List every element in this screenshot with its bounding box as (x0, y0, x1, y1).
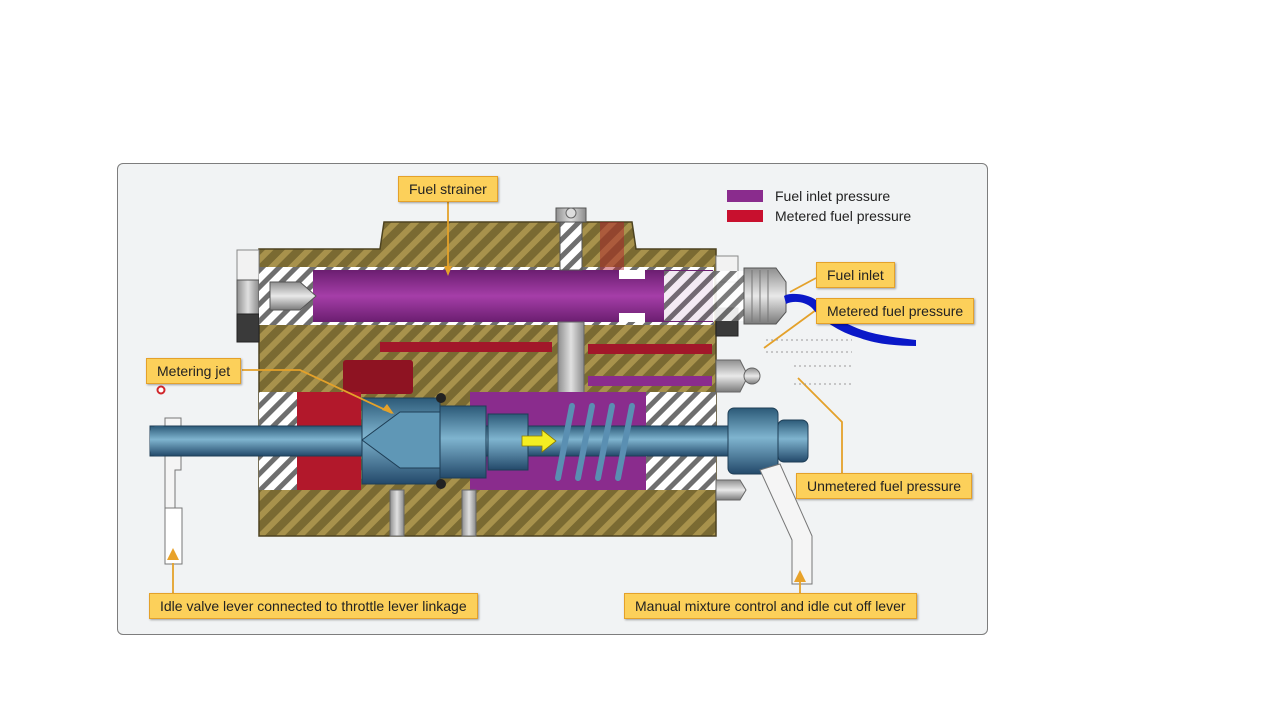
callout-unmetered-fuel-pressure: Unmetered fuel pressure (796, 473, 973, 499)
center-pillar (557, 321, 585, 395)
legend-label: Fuel inlet pressure (775, 188, 891, 204)
bottom-pin-2 (461, 489, 477, 537)
inlet-fitting-thread (664, 271, 744, 321)
left-cap-mid (236, 279, 260, 315)
strainer-window-1 (619, 270, 645, 279)
dotted-reference-lines (766, 339, 852, 385)
leader-lines (172, 199, 843, 593)
legend-swatch (727, 190, 763, 202)
callout-metering-jet: Metering jet (146, 358, 242, 384)
left-cap-top (236, 249, 260, 281)
inlet-fitting-nozzle (743, 267, 787, 325)
metered-passage-right (588, 344, 712, 354)
callout-metered-fuel-pressure: Metered fuel pressure (816, 298, 975, 324)
shaft-end-left (150, 426, 168, 456)
metered-channel-vertical (600, 222, 624, 270)
metering-sleeve (439, 405, 487, 479)
callout-fuel-strainer: Fuel strainer (398, 176, 498, 202)
callout-idle-valve-lever: Idle valve lever connected to throttle l… (149, 593, 478, 619)
valve-spool (487, 413, 529, 471)
strainer-fuel-chamber (313, 270, 713, 322)
right-boss-lower (715, 479, 747, 501)
mixture-shaft-collar (727, 407, 779, 475)
mixture-lever (759, 463, 813, 585)
callout-manual-mixture-control: Manual mixture control and idle cut off … (624, 593, 917, 619)
purple-passage-right (588, 376, 712, 386)
legend-swatch (727, 210, 763, 222)
callout-fuel-inlet: Fuel inlet (816, 262, 895, 288)
metered-block (343, 360, 413, 394)
top-bolt-shank (559, 221, 583, 271)
right-boss (715, 359, 749, 393)
spring (555, 403, 635, 481)
left-cap-bot (236, 313, 260, 343)
strainer-window-2 (619, 313, 645, 322)
metered-passage-top (380, 342, 552, 352)
bottom-pin-1 (389, 489, 405, 537)
legend-label: Metered fuel pressure (775, 208, 912, 224)
mixture-shaft-tip (777, 419, 809, 463)
cursor-dot (156, 385, 166, 395)
strainer-plug (269, 281, 317, 311)
flow-arrow (521, 429, 557, 453)
